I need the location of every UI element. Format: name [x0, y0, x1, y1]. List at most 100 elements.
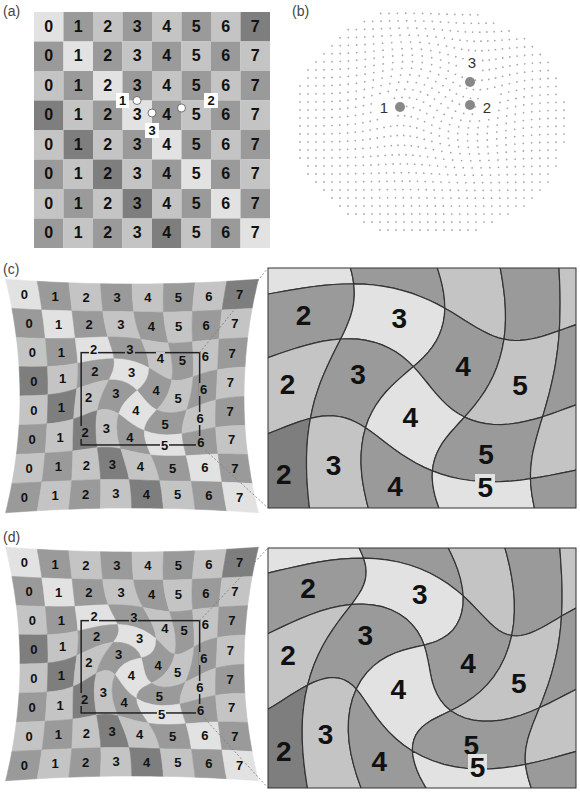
- field-dot: [377, 146, 379, 148]
- field-dot: [380, 85, 382, 87]
- field-dot: [427, 77, 429, 79]
- field-dot: [547, 94, 549, 96]
- field-dot: [348, 68, 350, 70]
- field-dot: [493, 31, 495, 33]
- field-dot: [410, 197, 412, 199]
- field-dot: [371, 95, 373, 97]
- grid-number: 6: [201, 350, 210, 363]
- field-dot: [523, 181, 525, 183]
- field-dot: [369, 129, 371, 131]
- field-dot: [315, 141, 317, 143]
- field-dot: [435, 221, 437, 223]
- field-dot: [433, 117, 435, 119]
- field-dot: [418, 197, 420, 199]
- field-dot: [331, 125, 333, 127]
- field-dot: [472, 174, 474, 176]
- field-dot: [482, 60, 484, 62]
- field-dot: [532, 70, 534, 72]
- field-dot: [339, 108, 341, 110]
- grid-cell: [34, 219, 64, 249]
- field-dot: [388, 12, 390, 14]
- field-dot: [435, 157, 437, 159]
- field-dot: [531, 46, 533, 48]
- grid-cell: [152, 189, 182, 219]
- field-dot: [390, 135, 392, 137]
- field-dot: [299, 101, 301, 103]
- field-dot: [331, 149, 333, 151]
- field-dot: [355, 29, 357, 31]
- field-dot: [483, 213, 485, 215]
- field-dot: [441, 189, 443, 191]
- field-dot: [491, 213, 493, 215]
- field-dot: [323, 77, 325, 79]
- field-dot: [315, 149, 317, 151]
- grid-number: 2: [84, 391, 93, 404]
- grid-number: 4: [370, 748, 390, 776]
- field-dot: [522, 120, 524, 122]
- grid-number: 4: [131, 404, 140, 417]
- grid-number: 5: [174, 588, 183, 601]
- grid-number: 2: [102, 48, 113, 64]
- field-dot: [505, 130, 507, 132]
- field-dot: [347, 83, 349, 85]
- grid-cell: [164, 311, 193, 343]
- field-dot: [299, 141, 301, 143]
- field-dot: [339, 124, 341, 126]
- grid-number: 7: [235, 759, 244, 772]
- field-dot: [409, 180, 411, 182]
- grid-number: 6: [204, 489, 213, 502]
- field-dot: [447, 107, 449, 109]
- grid-cell: [6, 750, 42, 781]
- field-dot: [362, 122, 364, 124]
- inset-frame: [268, 268, 576, 508]
- field-dot: [440, 59, 442, 61]
- grid-cell: [182, 160, 212, 190]
- field-dot: [315, 109, 317, 111]
- grid-cell: [69, 480, 101, 510]
- grid-number: 7: [230, 585, 239, 598]
- field-dot: [414, 163, 416, 165]
- field-dot: [339, 84, 341, 86]
- grid-number: 0: [20, 556, 29, 569]
- field-dot: [347, 124, 349, 126]
- field-dot: [524, 80, 526, 82]
- field-dot: [427, 213, 429, 215]
- field-dot: [339, 165, 341, 167]
- field-dot: [418, 189, 420, 191]
- field-dot: [446, 45, 448, 47]
- field-dot: [539, 118, 541, 120]
- field-dot: [445, 78, 447, 80]
- field-dot: [523, 166, 525, 168]
- grid-number: 0: [43, 225, 54, 241]
- grid-number: 4: [142, 756, 151, 769]
- grid-number: 3: [111, 387, 120, 400]
- field-dot: [479, 160, 481, 162]
- field-dot: [373, 64, 375, 66]
- grid-number: 7: [250, 19, 261, 35]
- field-dot: [547, 141, 549, 143]
- zoom-leader: [200, 548, 268, 621]
- field-dot: [416, 127, 418, 129]
- grid-cell: [45, 686, 73, 721]
- grid-cell: [192, 549, 226, 579]
- grid-number: 4: [125, 431, 134, 444]
- grid-number: 2: [102, 137, 113, 153]
- field-dot: [466, 87, 468, 89]
- field-dot: [505, 144, 507, 146]
- field-dot: [299, 157, 301, 159]
- field-dot: [391, 68, 393, 70]
- field-dot: [339, 53, 341, 55]
- field-dot: [483, 197, 485, 199]
- field-dot: [454, 166, 456, 168]
- grid-cell: [211, 130, 241, 160]
- warped-image: [6, 279, 259, 513]
- grid-cell: [12, 721, 45, 751]
- field-dot: [356, 44, 358, 46]
- grid-number: 7: [227, 347, 236, 360]
- grid-cell: [526, 742, 577, 788]
- field-dot: [508, 39, 510, 41]
- field-dot: [498, 110, 500, 112]
- grid-cell: [241, 12, 271, 42]
- field-dot: [331, 133, 333, 135]
- field-dot: [425, 147, 427, 149]
